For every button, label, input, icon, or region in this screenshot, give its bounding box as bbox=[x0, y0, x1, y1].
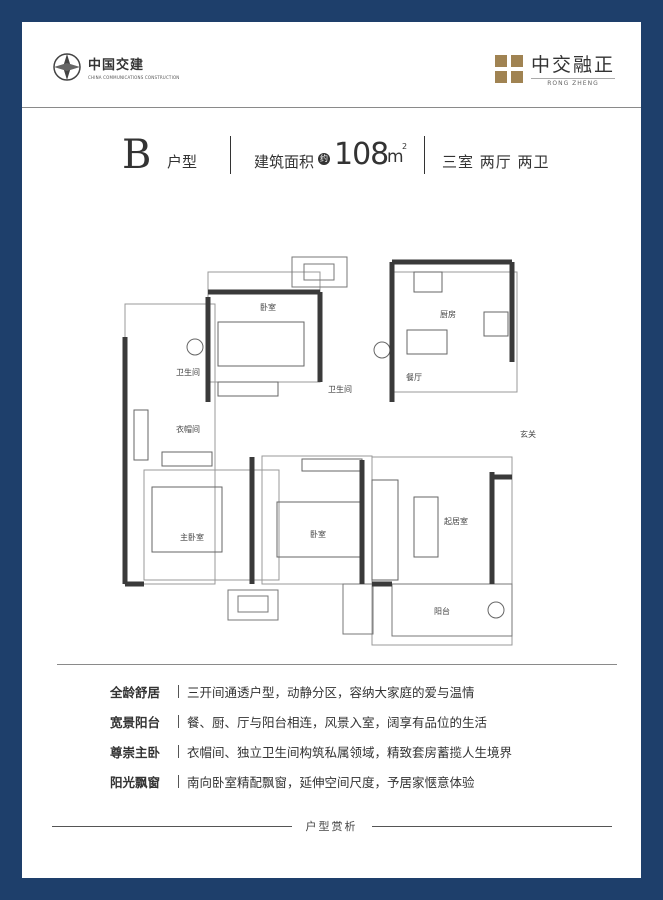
feature-text: 衣帽间、独立卫生间构筑私属领域，精致套房蓄揽人生境界 bbox=[187, 744, 513, 760]
room-bedroom2: 卧室 bbox=[310, 529, 326, 539]
room-closet: 衣帽间 bbox=[176, 424, 200, 434]
header-separator bbox=[424, 136, 425, 174]
features-divider bbox=[57, 664, 617, 665]
poster-card: 中国交建 CHINA COMMUNICATIONS CONSTRUCTION 中… bbox=[22, 22, 641, 878]
room-kitchen: 厨房 bbox=[440, 309, 456, 319]
feature-row: 宽景阳台 餐、厨、厅与阳台相连，风景入室，阔享有品位的生活 bbox=[110, 710, 590, 732]
room-bath1: 卫生间 bbox=[176, 367, 200, 377]
room-entrance: 玄关 bbox=[520, 429, 536, 439]
rongzheng-logo-cn: 中交融正 bbox=[530, 54, 615, 76]
room-balcony: 阳台 bbox=[434, 606, 450, 616]
rongzheng-grid-icon bbox=[494, 54, 523, 83]
feature-row: 阳光飘窗 南向卧室精配飘窗，延伸空间尺度，予居家惬意体验 bbox=[110, 770, 590, 792]
area-label: 建筑面积 bbox=[254, 153, 315, 171]
footer-label: 户型赏析 bbox=[305, 820, 358, 833]
area-unit: m bbox=[387, 147, 404, 167]
area-approx-badge: 约 bbox=[318, 153, 330, 165]
feature-text: 南向卧室精配飘窗，延伸空间尺度，予居家惬意体验 bbox=[187, 774, 475, 790]
feature-row: 全龄舒居 三开间通透户型，动静分区，容纳大家庭的爱与温情 bbox=[110, 680, 590, 702]
footer-line-right bbox=[372, 826, 612, 827]
rongzheng-logo: 中交融正 RONG ZHENG bbox=[494, 50, 615, 87]
cccc-logo: 中国交建 CHINA COMMUNICATIONS CONSTRUCTION bbox=[52, 52, 180, 82]
cccc-logo-en: CHINA COMMUNICATIONS CONSTRUCTION bbox=[88, 75, 180, 80]
top-divider bbox=[22, 107, 641, 108]
feature-text: 三开间通透户型，动静分区，容纳大家庭的爱与温情 bbox=[187, 684, 475, 700]
room-dining: 餐厅 bbox=[406, 373, 422, 382]
feature-text: 餐、厨、厅与阳台相连，风景入室，阔享有品位的生活 bbox=[187, 714, 488, 730]
floor-plan: 卧室 厨房 卫生间 卫生间 餐厅 衣帽间 玄关 主卧室 卧室 起居室 阳台 bbox=[122, 256, 536, 646]
unit-type-label: 户型 bbox=[167, 153, 198, 171]
area-unit-sup: 2 bbox=[402, 142, 408, 151]
room-config: 三室 两厅 两卫 bbox=[442, 153, 550, 171]
cccc-logo-cn: 中国交建 bbox=[88, 58, 145, 73]
feature-row: 尊崇主卧 衣帽间、独立卫生间构筑私属领域，精致套房蓄揽人生境界 bbox=[110, 740, 590, 762]
unit-header: B 户型 建筑面积 约 108 m 2 三室 两厅 两卫 bbox=[22, 132, 641, 182]
feature-title: 宽景阳台 bbox=[110, 714, 161, 730]
room-living: 起居室 bbox=[444, 516, 468, 526]
room-master: 主卧室 bbox=[180, 532, 204, 542]
rongzheng-logo-en: RONG ZHENG bbox=[530, 78, 615, 87]
feature-title: 尊崇主卧 bbox=[110, 744, 161, 760]
footer-line-left bbox=[52, 826, 292, 827]
feature-title: 全龄舒居 bbox=[110, 684, 161, 700]
area-value: 108 bbox=[334, 137, 389, 172]
room-bath2: 卫生间 bbox=[328, 384, 352, 394]
cccc-emblem-icon bbox=[53, 53, 81, 81]
feature-title: 阳光飘窗 bbox=[110, 774, 161, 790]
unit-type-letter: B bbox=[122, 132, 152, 178]
header-separator bbox=[230, 136, 231, 174]
room-bedroom1: 卧室 bbox=[260, 302, 276, 312]
